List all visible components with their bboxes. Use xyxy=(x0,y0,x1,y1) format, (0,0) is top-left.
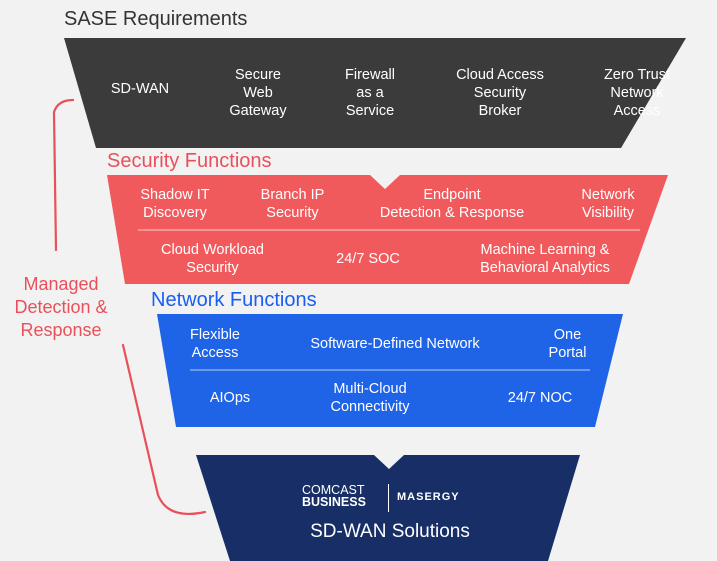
sase-item-casb: Cloud Access Security Broker xyxy=(456,67,544,119)
logo-line1: COMCAST xyxy=(302,483,365,497)
sase-item-ztna: Zero Trust Network Access xyxy=(603,67,671,119)
sec-edr: Endpoint Detection & Response xyxy=(379,187,525,221)
mdr-label: Managed Detection & Response xyxy=(14,274,108,340)
sec-soc: 24/7 SOC xyxy=(336,251,400,267)
sase-item-fwaas: Firewall as a Service xyxy=(345,67,395,119)
sec-shadow-it: Shadow IT Discovery xyxy=(140,187,210,221)
mdr-bracket xyxy=(52,98,75,252)
sec-network-visibility: Network Visibility xyxy=(581,187,635,221)
net-aiops: AIOps xyxy=(209,390,251,406)
sec-branch-ip: Branch IP Security xyxy=(260,187,325,221)
mdr-bracket-lower xyxy=(121,343,207,516)
net-sdn: Software-Defined Network xyxy=(310,336,480,352)
net-one-portal: One Portal xyxy=(548,327,587,361)
sase-item-sd-wan: SD-WAN xyxy=(110,81,170,97)
solutions-title: SD-WAN Solutions xyxy=(310,521,470,542)
sase-tier xyxy=(64,38,686,148)
comcast-business-logo: COMCAST BUSINESS xyxy=(302,483,366,509)
sec-ml-analytics: Machine Learning & Behavioral Analytics xyxy=(480,242,610,276)
net-flexible-access: Flexible Access xyxy=(190,327,240,361)
network-heading: Network Functions xyxy=(151,289,317,311)
logo-divider xyxy=(388,484,389,512)
net-multi-cloud: Multi-Cloud Connectivity xyxy=(330,381,410,415)
sase-heading: SASE Requirements xyxy=(64,8,248,30)
net-noc: 24/7 NOC xyxy=(507,390,573,406)
logo-line2: BUSINESS xyxy=(302,495,366,509)
masergy-logo: MASERGY xyxy=(397,491,460,503)
sase-item-secure-web-gateway: Secure Web Gateway xyxy=(229,67,287,119)
security-heading: Security Functions xyxy=(107,150,272,172)
sec-cloud-workload: Cloud Workload Security xyxy=(161,242,264,276)
